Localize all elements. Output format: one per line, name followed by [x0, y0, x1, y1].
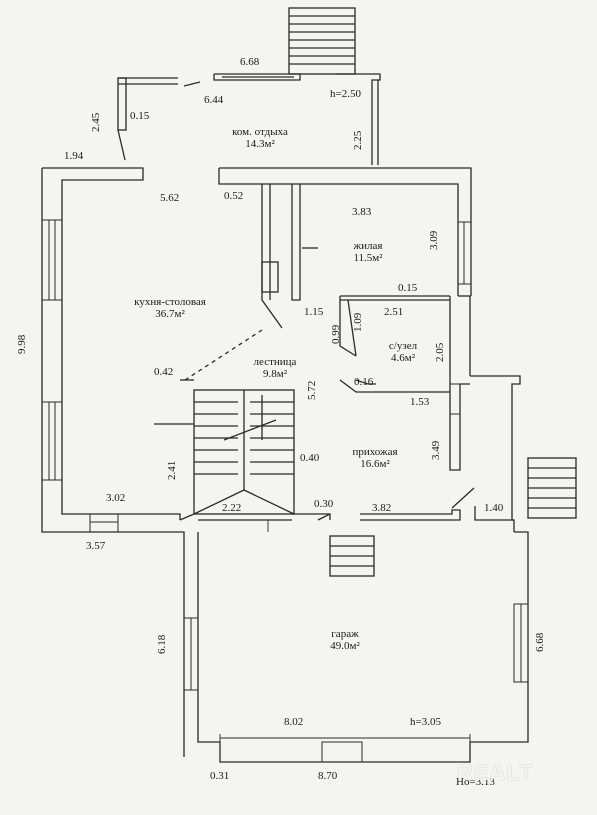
room-lounge-area: 14.3м²	[245, 138, 275, 150]
dim-lounge-width: 6.44	[204, 94, 224, 106]
dim-0-15-a: 0.15	[130, 110, 150, 122]
room-bathroom: с/узел 4.6м²	[368, 340, 438, 364]
dim-9-98: 9.98	[16, 334, 28, 354]
room-hall-name: прихожая	[352, 446, 398, 458]
room-living-name: жилая	[353, 240, 383, 252]
dim-5-62: 5.62	[160, 192, 180, 204]
room-kitchen: кухня-столовая 36.7м²	[110, 296, 230, 320]
dim-2-41: 2.41	[166, 460, 178, 480]
dim-8-02: 8.02	[284, 716, 304, 728]
dim-3-83: 3.83	[352, 206, 372, 218]
room-hall-area: 16.6м²	[360, 458, 390, 470]
dim-5-72: 5.72	[306, 380, 318, 400]
dim-2-51: 2.51	[384, 306, 404, 318]
dim-0-40: 0.40	[300, 452, 320, 464]
dim-1-53: 1.53	[410, 396, 430, 408]
dim-1-09: 1.09	[352, 312, 364, 332]
staircase	[154, 329, 295, 521]
room-living-area: 11.5м²	[353, 252, 383, 264]
dim-3-57: 3.57	[86, 540, 106, 552]
room-hall: прихожая 16.6м²	[335, 446, 415, 470]
room-bathroom-area: 4.6м²	[390, 352, 415, 364]
dim-0-16: 0.16	[354, 376, 374, 388]
dim-1-94: 1.94	[64, 150, 84, 162]
room-kitchen-area: 36.7м²	[155, 308, 185, 320]
partitions	[261, 184, 450, 393]
dim-2-22: 2.22	[222, 502, 242, 514]
dim-2-05: 2.05	[434, 342, 446, 362]
dim-8-70: 8.70	[318, 770, 338, 782]
dim-lounge-height: h=2.50	[330, 88, 361, 100]
lounge-walls	[117, 73, 381, 165]
room-stairs-area: 9.8м²	[262, 368, 287, 380]
dim-garage-height: h=3.05	[410, 716, 441, 728]
dim-2-25: 2.25	[352, 130, 364, 150]
dim-0-52: 0.52	[224, 190, 244, 202]
dim-0-31: 0.31	[210, 770, 230, 782]
room-kitchen-name: кухня-столовая	[134, 296, 206, 308]
room-bathroom-name: с/узел	[388, 340, 418, 352]
dim-0-42: 0.42	[154, 366, 174, 378]
windows	[41, 219, 529, 763]
dim-1-15: 1.15	[304, 306, 324, 318]
dim-6-18: 6.18	[156, 634, 168, 654]
outer-walls	[41, 167, 529, 763]
room-lounge: ком. отдыха 14.3м²	[210, 126, 310, 150]
dim-2-45: 2.45	[90, 112, 102, 132]
dim-3-09: 3.09	[428, 230, 440, 250]
dim-3-82: 3.82	[372, 502, 392, 514]
dim-base-height: Hо=3.13	[456, 776, 495, 788]
watermark: REALT	[457, 760, 534, 785]
dim-0-99: 0.99	[330, 324, 342, 344]
garage-steps	[329, 535, 375, 577]
dim-0-15-b: 0.15	[398, 282, 418, 294]
room-garage-area: 49.0м²	[330, 640, 360, 652]
room-stairs-name: лестница	[253, 356, 297, 368]
dim-3-02: 3.02	[106, 492, 126, 504]
dim-6-68-right: 6.68	[534, 632, 546, 652]
side-stairs	[527, 457, 577, 519]
room-living: жилая 11.5м²	[328, 240, 408, 264]
door-swings	[317, 379, 475, 521]
room-lounge-name: ком. отдыха	[232, 126, 288, 138]
dim-3-49: 3.49	[430, 440, 442, 460]
dim-top-width: 6.68	[240, 56, 260, 68]
dim-0-30: 0.30	[314, 498, 334, 510]
dimension-lines	[219, 520, 471, 742]
top-stairs	[288, 7, 356, 75]
room-garage-name: гараж	[331, 628, 359, 640]
dim-1-40: 1.40	[484, 502, 504, 514]
room-garage: гараж 49.0м²	[310, 628, 380, 652]
room-stairs: лестница 9.8м²	[235, 356, 315, 380]
